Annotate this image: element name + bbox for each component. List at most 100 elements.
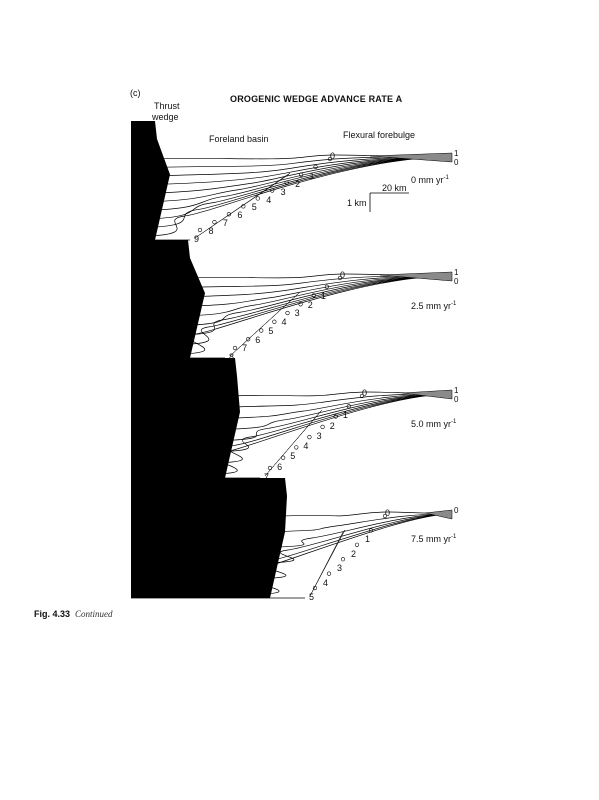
figure-title: OROGENIC WEDGE ADVANCE RATE A [230, 94, 403, 104]
profile-line-panel-1-8 [146, 156, 453, 228]
caption-note: Continued [75, 609, 113, 619]
figure-caption: Fig. 4.33 Continued [34, 609, 113, 619]
rate-label-panel-3: 5.0 mm yr-1 [411, 419, 457, 429]
thrust-wedge-panel-3 [131, 358, 240, 478]
time-marker-panel-2-5 [272, 319, 277, 324]
time-marker-panel-4-2 [354, 542, 360, 547]
foreland-basin-label: Foreland basin [209, 134, 269, 144]
forebulge-wedge-panel-2 [379, 271, 453, 282]
time-label-panel-3-1: 1 [342, 410, 348, 421]
profile-line-panel-4-2 [272, 513, 453, 548]
time-label-panel-2-5: 5 [268, 325, 274, 336]
time-marker-panel-3-5 [294, 445, 299, 450]
thrust-wedge-label-2: wedge [152, 112, 179, 122]
time-marker-panel-2-6 [259, 328, 264, 333]
time-marker-panel-4-4 [326, 571, 332, 576]
time-label-panel-1-3: 3 [280, 186, 286, 197]
profile-line-panel-2-2 [183, 275, 453, 298]
profile-line-panel-2-7 [181, 275, 453, 345]
profile-line-panel-1-3 [149, 156, 453, 186]
time-label-panel-1-1: 1 [309, 170, 315, 181]
forebulge-wedge-panel-3 [401, 389, 453, 400]
time-marker-panel-4-0 [382, 513, 388, 519]
rate-exponent-panel-1: -1 [443, 175, 449, 181]
profile-line-panel-2-6 [181, 275, 453, 336]
time-marker-panel-2-8 [232, 345, 238, 351]
profile-line-panel-2-3 [182, 275, 453, 307]
time-marker-panel-3-6 [281, 455, 286, 460]
time-label-panel-3-6: 6 [277, 461, 283, 472]
profile-line-panel-3-2 [226, 393, 453, 419]
time-marker-panel-3-3 [320, 424, 325, 429]
profile-line-panel-2-1 [183, 275, 453, 288]
time-marker-panel-3-4 [307, 435, 312, 440]
time-label-panel-2-4: 4 [281, 317, 287, 327]
basin-fill-panel-4 [309, 529, 346, 597]
time-label-panel-4-0: 0 [385, 508, 391, 518]
time-label-panel-4-1: 1 [365, 534, 371, 545]
time-label-panel-2-7: 7 [242, 343, 248, 354]
rate-exponent-panel-3: -1 [451, 419, 457, 425]
right-tick-panel-1-1: 0 [454, 158, 459, 167]
time-label-panel-3-0: 0 [362, 388, 368, 398]
profile-line-panel-4-1 [276, 513, 453, 532]
time-label-panel-1-0: 0 [330, 151, 336, 161]
thrust-wedge-panel-1 [131, 121, 170, 240]
time-marker-panel-2-4 [285, 310, 290, 316]
profile-line-panel-3-6 [218, 393, 453, 464]
time-label-panel-1-5: 5 [251, 202, 257, 213]
time-label-panel-3-5: 5 [290, 451, 296, 462]
time-marker-panel-1-7 [226, 212, 231, 217]
time-label-panel-2-8: 8 [229, 352, 235, 362]
right-tick-panel-4-0: 0 [454, 506, 459, 515]
profile-line-panel-3-0 [230, 391, 453, 397]
basin-fill-panel-3 [264, 409, 323, 477]
profile-line-panel-4-4 [257, 513, 453, 579]
time-marker-panel-3-7 [267, 465, 273, 471]
time-label-panel-4-3: 3 [337, 563, 343, 574]
forebulge-wedge-panel-1 [369, 152, 453, 163]
time-label-panel-3-7: 7 [264, 472, 270, 482]
caption-fig-number: Fig. 4.33 [34, 609, 71, 619]
scale-vertical-label: 1 km [347, 198, 367, 208]
profile-line-panel-3-5 [220, 393, 453, 453]
thrust-wedge-panel-4 [131, 478, 287, 598]
profile-line-panel-1-5 [148, 156, 453, 203]
profile-line-panel-1-1 [150, 156, 453, 168]
time-label-panel-3-2: 2 [329, 420, 335, 431]
profile-line-panel-2-8 [180, 275, 453, 355]
time-label-panel-4-5: 5 [309, 592, 315, 602]
flexural-forebulge-label: Flexural forebulge [343, 130, 416, 140]
rate-label-panel-2: 2.5 mm yr-1 [411, 301, 457, 311]
time-label-panel-1-8: 8 [208, 226, 214, 237]
time-label-panel-3-4: 4 [303, 441, 309, 452]
time-label-panel-2-3: 3 [294, 308, 300, 319]
rate-exponent-panel-4: -1 [451, 534, 457, 540]
time-label-panel-4-2: 2 [351, 548, 357, 559]
time-marker-panel-1-9 [197, 227, 203, 233]
right-tick-panel-2-0: 1 [454, 268, 459, 277]
time-label-panel-2-6: 6 [255, 334, 261, 345]
scale-horizontal-label: 20 km [382, 183, 407, 193]
rate-exponent-panel-2: -1 [451, 301, 457, 307]
basin-fill-panel-1 [194, 172, 291, 239]
profile-line-panel-2-4 [182, 275, 453, 317]
time-label-panel-1-7: 7 [222, 218, 228, 229]
right-tick-panel-1-0: 1 [454, 149, 459, 158]
time-label-panel-2-0: 0 [340, 270, 346, 280]
time-label-panel-4-4: 4 [323, 577, 329, 588]
time-label-panel-1-4: 4 [266, 194, 272, 205]
time-marker-panel-1-8 [212, 220, 217, 225]
time-label-panel-2-1: 1 [320, 290, 326, 301]
profile-line-panel-4-3 [268, 513, 453, 564]
rate-label-panel-4: 7.5 mm yr-1 [411, 534, 457, 544]
profile-line-panel-1-4 [148, 156, 453, 194]
time-label-panel-1-2: 2 [295, 178, 301, 189]
profile-line-panel-1-9 [145, 156, 453, 237]
profile-line-panel-4-5 [234, 513, 453, 595]
panel-label: (c) [130, 88, 141, 98]
profile-line-panel-3-3 [224, 393, 453, 430]
time-label-panel-2-2: 2 [307, 299, 313, 310]
right-tick-panel-3-1: 0 [454, 395, 459, 404]
